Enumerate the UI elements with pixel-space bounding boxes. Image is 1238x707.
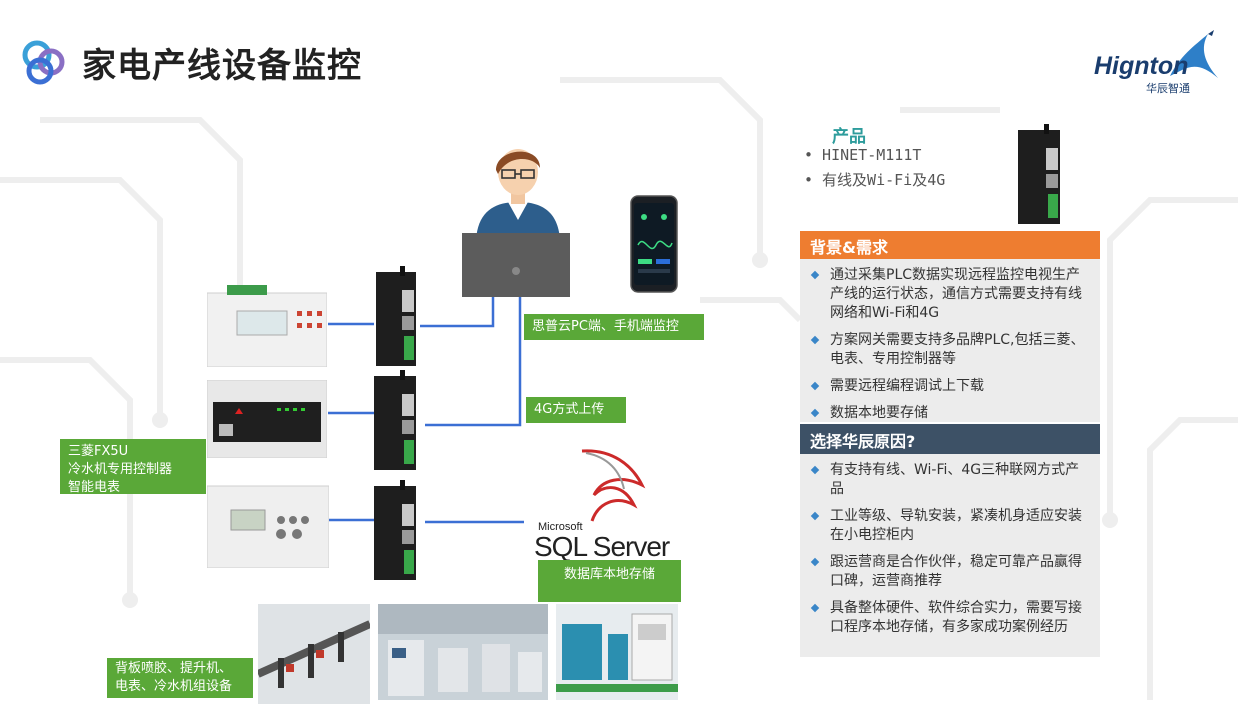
list-item: 需要远程编程调试上下载 bbox=[810, 377, 1092, 396]
gateway-device-icon bbox=[374, 370, 416, 470]
list-item-text: 通过采集PLC数据实现远程监控电视生产产线的运行状态，通信方式需要支持有线网络和… bbox=[830, 267, 1082, 321]
background-panel: 通过采集PLC数据实现远程监控电视生产产线的运行状态，通信方式需要支持有线网络和… bbox=[800, 259, 1100, 422]
smartphone-app-icon bbox=[630, 195, 678, 293]
list-item: 跟运营商是合作伙伴，稳定可靠产品赢得口碑，运营商推荐 bbox=[810, 553, 1092, 591]
list-item: 数据本地要存储 bbox=[810, 404, 1092, 423]
sql-product-text: SQL Server bbox=[534, 531, 670, 562]
mitsubishi-plc-icon bbox=[207, 380, 327, 458]
sql-server-icon bbox=[581, 449, 646, 522]
list-item-text: 需要远程编程调试上下载 bbox=[830, 378, 984, 394]
cloud-monitor-label: 思普云PC端、手机端监控 bbox=[524, 314, 704, 340]
conveyor-photo bbox=[258, 604, 370, 704]
list-item-text: 工业等级、导轨安装，紧凑机身适应安装在小电控柜内 bbox=[830, 508, 1082, 543]
gateway-device-icon bbox=[376, 266, 416, 366]
diamond-bullet-icon bbox=[810, 270, 820, 280]
diamond-bullet-icon bbox=[810, 557, 820, 567]
list-item-text: 有支持有线、Wi-Fi、4G三种联网方式产品 bbox=[830, 462, 1080, 497]
production-line-photo bbox=[378, 604, 548, 700]
list-item-text: 方案网关需要支持多品牌PLC,包括三菱、电表、专用控制器等 bbox=[830, 332, 1085, 367]
list-item: 通过采集PLC数据实现远程监控电视生产产线的运行状态，通信方式需要支持有线网络和… bbox=[810, 266, 1092, 323]
diamond-bullet-icon bbox=[810, 465, 820, 475]
chiller-unit-photo bbox=[556, 604, 678, 700]
equipment-label-line: 背板喷胶、提升机、 bbox=[115, 661, 233, 676]
diamond-bullet-icon bbox=[810, 381, 820, 391]
equipment-label-line: 电表、冷水机组设备 bbox=[115, 679, 233, 694]
brand-name: Hignton bbox=[1094, 52, 1189, 80]
list-item: 具备整体硬件、软件综合实力，需要写接口程序本地存储，有多家成功案例经历 bbox=[810, 599, 1092, 637]
list-item: 工业等级、导轨安装，紧凑机身适应安装在小电控柜内 bbox=[810, 507, 1092, 545]
product-item-connectivity: • 有线及Wi-Fi及4G bbox=[804, 171, 946, 189]
list-item: 有支持有线、Wi-Fi、4G三种联网方式产品 bbox=[810, 461, 1092, 499]
diamond-bullet-icon bbox=[810, 408, 820, 418]
list-item-text: 跟运营商是合作伙伴，稳定可靠产品赢得口碑，运营商推荐 bbox=[830, 554, 1082, 589]
reasons-panel-header: 选择华辰原因? bbox=[800, 424, 1100, 454]
diamond-bullet-icon bbox=[810, 511, 820, 521]
page-title: 家电产线设备监控 bbox=[82, 46, 362, 86]
product-title: 产品 bbox=[832, 127, 866, 147]
4g-upload-label: 4G方式上传 bbox=[526, 397, 626, 423]
devices-label-line: 智能电表 bbox=[68, 480, 121, 495]
product-item-model: • HINET-M111T bbox=[804, 146, 922, 164]
devices-label-line: 三菱FX5U bbox=[68, 444, 129, 459]
background-panel-header: 背景&需求 bbox=[800, 231, 1100, 259]
devices-label-line: 冷水机专用控制器 bbox=[68, 462, 173, 477]
sql-server-logo: Microsoft SQL Server bbox=[532, 445, 682, 563]
list-item-text: 数据本地要存储 bbox=[830, 405, 928, 421]
smart-meter-device-icon bbox=[207, 285, 327, 367]
reasons-panel: 有支持有线、Wi-Fi、4G三种联网方式产品 工业等级、导轨安装，紧凑机身适应安… bbox=[800, 454, 1100, 657]
diamond-bullet-icon bbox=[810, 603, 820, 613]
devices-label: 三菱FX5U 冷水机专用控制器 智能电表 bbox=[60, 439, 206, 495]
product-gateway-image bbox=[1018, 124, 1060, 224]
brand-subtitle: 华辰智通 bbox=[1146, 82, 1190, 95]
chiller-controller-icon bbox=[207, 485, 329, 568]
list-item: 方案网关需要支持多品牌PLC,包括三菱、电表、专用控制器等 bbox=[810, 331, 1092, 369]
list-item-text: 具备整体硬件、软件综合实力，需要写接口程序本地存储，有多家成功案例经历 bbox=[830, 600, 1082, 635]
storage-label: 数据库本地存储 bbox=[538, 560, 681, 602]
laptop-icon bbox=[462, 233, 570, 297]
operator-person-icon bbox=[476, 149, 560, 240]
sql-brand-text: Microsoft bbox=[538, 521, 583, 533]
brand-bird-icon bbox=[1170, 30, 1218, 78]
cloud-logo-icon bbox=[22, 40, 65, 85]
gateway-device-icon bbox=[374, 480, 416, 580]
diamond-bullet-icon bbox=[810, 335, 820, 345]
equipment-label: 背板喷胶、提升机、 电表、冷水机组设备 bbox=[107, 658, 253, 698]
